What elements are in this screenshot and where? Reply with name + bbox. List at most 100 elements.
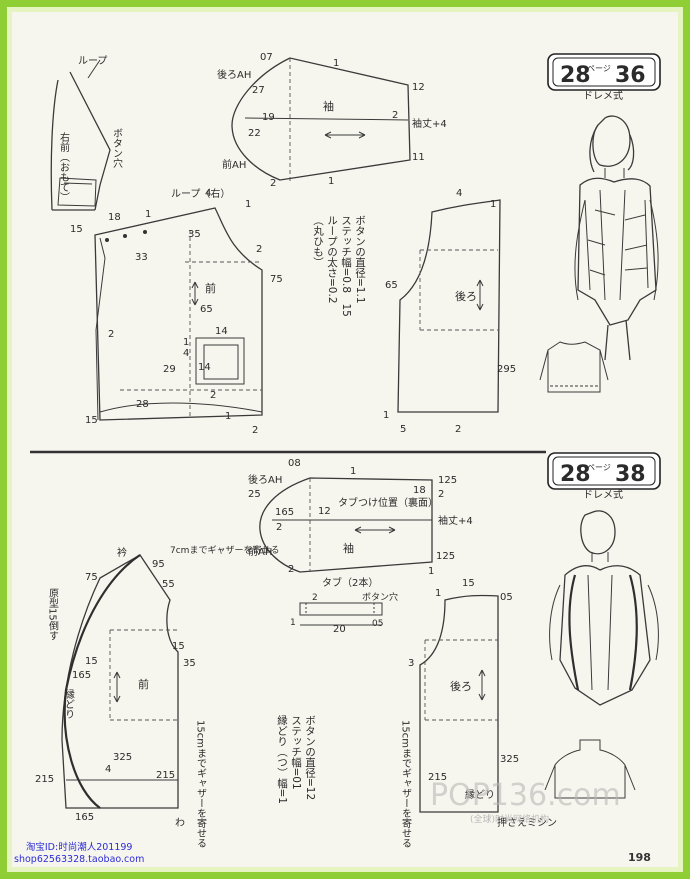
back-body-top: 後ろ 4 1 65 295 1 5 2 bbox=[383, 188, 516, 435]
illustration-bottom bbox=[544, 510, 659, 799]
svg-text:20: 20 bbox=[333, 624, 346, 635]
svg-text:18: 18 bbox=[413, 485, 426, 496]
svg-text:35: 35 bbox=[188, 229, 201, 240]
shop-url: shop62563328.taobao.com bbox=[14, 854, 145, 865]
svg-text:14: 14 bbox=[215, 326, 228, 337]
svg-text:ボタン穴: ボタン穴 bbox=[362, 591, 398, 603]
badge-bottom-right: 38 bbox=[615, 462, 646, 487]
svg-text:75: 75 bbox=[85, 572, 98, 583]
svg-text:押さえミシン: 押さえミシン bbox=[497, 816, 557, 829]
svg-text:1: 1 bbox=[183, 337, 189, 348]
svg-text:縁どり: 縁どり bbox=[63, 688, 75, 719]
svg-text:後ろAH: 後ろAH bbox=[248, 473, 282, 486]
svg-text:1: 1 bbox=[435, 588, 441, 599]
sleeve-bottom: 袖 08 後ろAH 25 165 12 2 前AH 2 1 125 18 2 タ… bbox=[248, 458, 473, 577]
svg-text:215: 215 bbox=[428, 772, 447, 783]
svg-text:165: 165 bbox=[75, 812, 94, 823]
svg-text:15: 15 bbox=[85, 656, 98, 667]
svg-text:タブ（2本）: タブ（2本） bbox=[322, 576, 378, 589]
page-number: 198 bbox=[628, 851, 651, 864]
svg-text:4: 4 bbox=[456, 188, 462, 199]
back-body-bottom: 後ろ 15 05 1 3 325 15cmまでギャザーを寄せる 215 縁どり … bbox=[400, 578, 558, 848]
svg-text:3: 3 bbox=[408, 658, 414, 669]
svg-text:2: 2 bbox=[276, 522, 282, 533]
svg-text:2: 2 bbox=[455, 424, 461, 435]
shop-info: 淘宝ID:时尚潮人201199 shop62563328.taobao.com bbox=[14, 842, 144, 866]
svg-text:07: 07 bbox=[260, 52, 273, 63]
svg-text:1: 1 bbox=[350, 466, 356, 477]
svg-text:袖丈+4: 袖丈+4 bbox=[438, 514, 473, 527]
svg-text:（丸ひも）: （丸ひも） bbox=[312, 215, 324, 268]
svg-text:22: 22 bbox=[248, 128, 261, 139]
svg-text:12: 12 bbox=[412, 82, 425, 93]
svg-text:1: 1 bbox=[328, 176, 334, 187]
svg-text:35: 35 bbox=[183, 658, 196, 669]
svg-text:33: 33 bbox=[135, 252, 148, 263]
badge-top-left: 28 bbox=[560, 63, 591, 88]
svg-text:袖丈+4: 袖丈+4 bbox=[412, 117, 447, 130]
svg-text:前AH: 前AH bbox=[248, 545, 272, 558]
svg-text:2: 2 bbox=[392, 110, 398, 121]
svg-text:325: 325 bbox=[500, 754, 519, 765]
front-body-top: 前 ループ（右） 4 1 18 1 15 35 33 2 75 2 65 14 … bbox=[70, 187, 283, 436]
svg-text:05: 05 bbox=[500, 592, 513, 603]
svg-text:1: 1 bbox=[290, 618, 296, 628]
svg-text:15: 15 bbox=[85, 415, 98, 426]
badge-bottom-type: ドレメ式 bbox=[583, 488, 623, 501]
svg-text:25: 25 bbox=[248, 489, 261, 500]
sleeve-label: 袖 bbox=[323, 99, 334, 113]
badge-bottom-page: ページ bbox=[587, 463, 611, 472]
label-button-hole: ボタン穴 bbox=[111, 128, 123, 169]
svg-text:15cmまでギャザーを寄せる: 15cmまでギャザーを寄せる bbox=[195, 720, 207, 848]
badge-bottom: 28 ページ 38 ドレメ式 bbox=[547, 452, 661, 501]
front-overlap-sketch: ループ 右前（おもて） ボタン穴 bbox=[50, 55, 123, 211]
back-label-bottom: 後ろ bbox=[450, 679, 472, 693]
label-loop-top: ループ bbox=[78, 55, 107, 67]
watermark-sub: (全球)时尚网络机构 bbox=[470, 815, 550, 825]
pattern-sheet bbox=[12, 12, 678, 867]
sleeve-label-bottom: 袖 bbox=[343, 541, 354, 555]
svg-text:2: 2 bbox=[270, 178, 276, 189]
illustration-top bbox=[539, 115, 659, 393]
svg-text:ボタンの直径=12: ボタンの直径=12 bbox=[304, 715, 316, 800]
svg-text:2: 2 bbox=[312, 593, 318, 603]
svg-text:わ: わ bbox=[175, 817, 185, 829]
svg-text:2: 2 bbox=[252, 425, 258, 436]
svg-text:05: 05 bbox=[372, 619, 383, 629]
svg-text:27: 27 bbox=[252, 85, 265, 96]
badge-bottom-left: 28 bbox=[560, 462, 591, 487]
svg-text:1: 1 bbox=[428, 566, 434, 577]
badge-top-type: ドレメ式 bbox=[583, 89, 623, 102]
svg-text:2: 2 bbox=[438, 489, 444, 500]
svg-text:125: 125 bbox=[436, 551, 455, 562]
svg-text:14: 14 bbox=[198, 362, 211, 373]
svg-text:タブつけ位置（裏面）: タブつけ位置（裏面） bbox=[338, 496, 438, 509]
svg-text:15cmまでギャザーを寄せる: 15cmまでギャザーを寄せる bbox=[400, 720, 412, 848]
svg-text:11: 11 bbox=[412, 152, 425, 163]
svg-text:125: 125 bbox=[438, 475, 457, 486]
svg-text:29: 29 bbox=[163, 364, 176, 375]
svg-text:2: 2 bbox=[288, 564, 294, 575]
front-label-top: 前 bbox=[205, 281, 216, 295]
svg-text:5: 5 bbox=[400, 424, 406, 435]
badge-top: 28 ページ 36 ドレメ式 bbox=[547, 53, 661, 102]
svg-text:縁どり: 縁どり bbox=[465, 788, 495, 801]
front-label-bottom: 前 bbox=[138, 677, 149, 691]
svg-text:1: 1 bbox=[490, 199, 496, 210]
svg-text:55: 55 bbox=[162, 579, 175, 590]
svg-text:衿: 衿 bbox=[117, 546, 127, 559]
svg-text:縁どり（つ）幅=1: 縁どり（つ）幅=1 bbox=[276, 714, 288, 804]
badge-top-page: ページ bbox=[587, 64, 611, 73]
tab-piece: タブ（2本） 2 ボタン穴 1 20 05 bbox=[290, 576, 398, 635]
svg-text:325: 325 bbox=[113, 752, 132, 763]
svg-text:1: 1 bbox=[383, 410, 389, 421]
svg-text:原型15倒す: 原型15倒す bbox=[47, 588, 59, 641]
svg-text:ループの太さ=0.2: ループの太さ=0.2 bbox=[326, 215, 338, 304]
svg-text:28: 28 bbox=[136, 399, 149, 410]
svg-text:1: 1 bbox=[225, 411, 231, 422]
svg-text:15: 15 bbox=[70, 224, 83, 235]
svg-text:1: 1 bbox=[333, 58, 339, 69]
svg-text:1: 1 bbox=[145, 209, 151, 220]
notes-top: ボタンの直径=1.1 ステッチ幅=0.8 15 ループの太さ=0.2 （丸ひも） bbox=[312, 215, 366, 317]
